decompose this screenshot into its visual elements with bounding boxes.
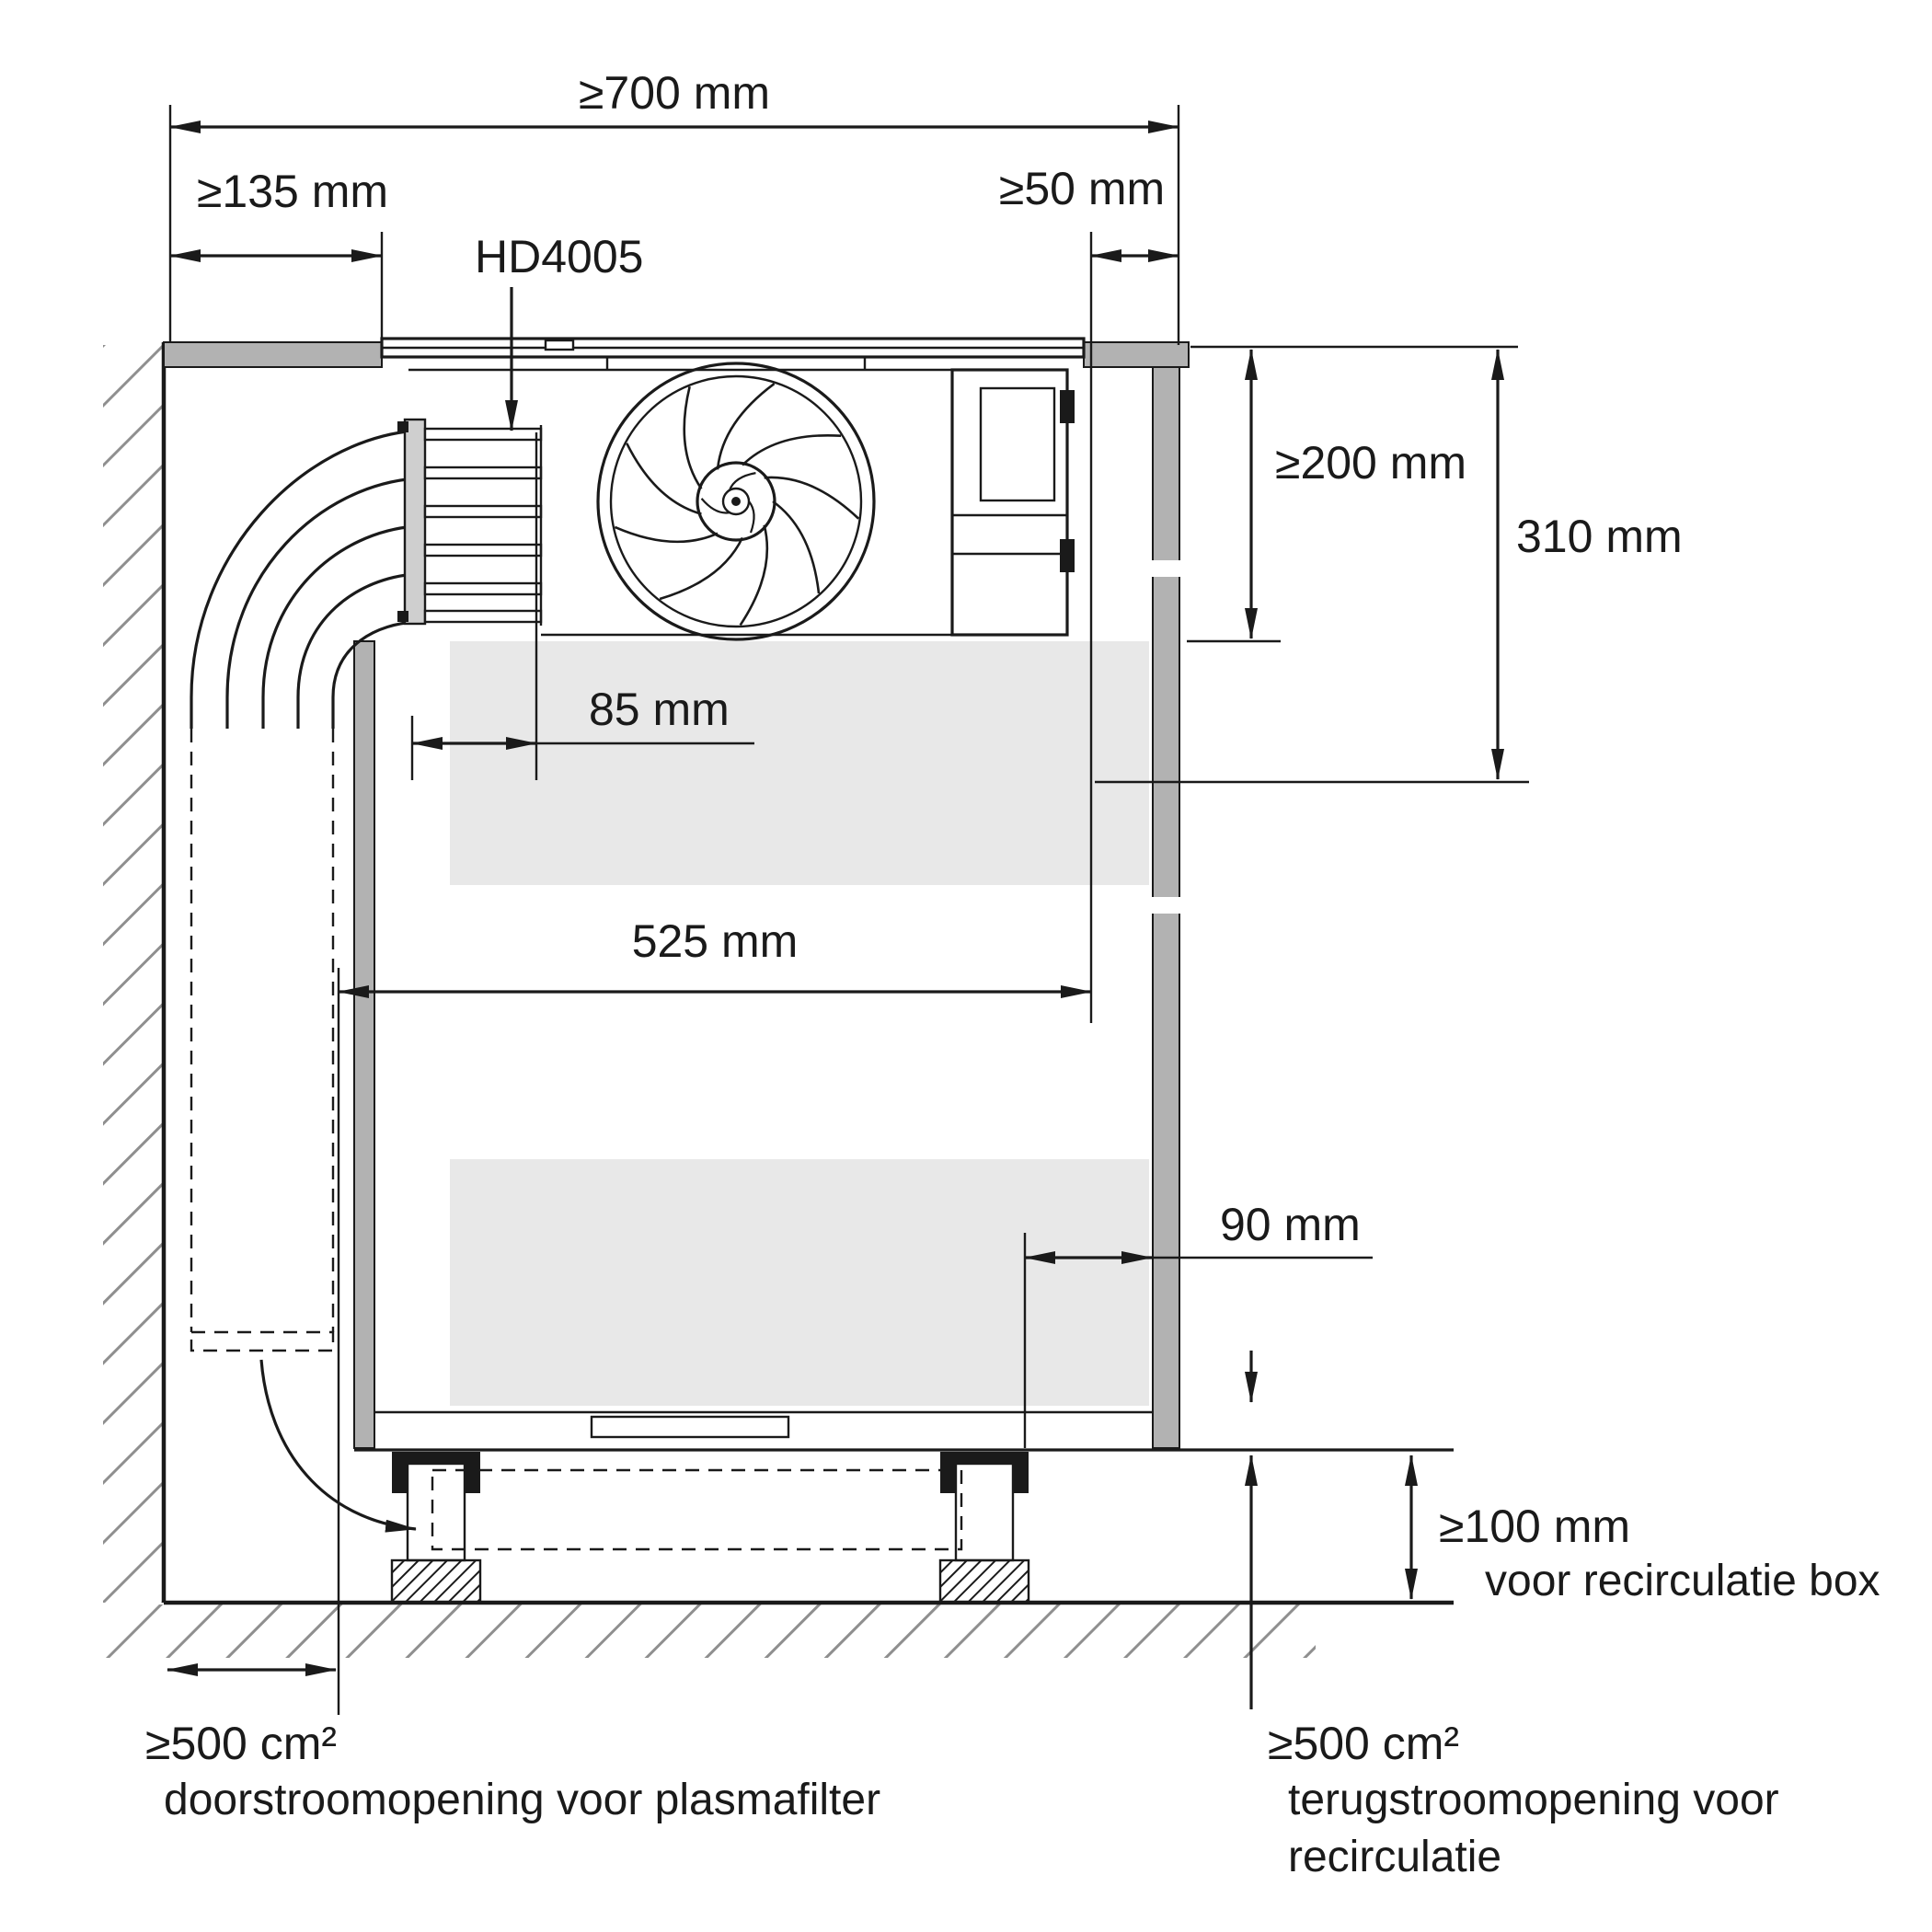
floor: [105, 1600, 1454, 1658]
worktop-left-segment: [163, 341, 383, 368]
airflow-arrow: [259, 1359, 417, 1533]
duct-hidden-outlet: [190, 1330, 335, 1352]
bottom-inset: [590, 1415, 790, 1439]
upper-drawer-box: [450, 641, 1149, 885]
left-wall: [103, 342, 167, 1603]
dim-85: 85 mm: [410, 432, 754, 780]
worktop-right-segment: [1083, 341, 1190, 368]
foot-left: [390, 1452, 482, 1604]
dim-100-caption: voor recirculatie box: [1485, 1557, 1880, 1605]
wall-hatch: [103, 345, 164, 1603]
area-left-callout: ≥500 cm² doorstroomopening voor plasmafi…: [145, 1663, 880, 1824]
dim-525-label: 525 mm: [632, 915, 799, 967]
dim-310: 310 mm: [1095, 349, 1683, 784]
area-right-caption-line1: terugstroomopening voor: [1288, 1776, 1779, 1824]
dim-90-label: 90 mm: [1220, 1199, 1361, 1250]
left-partition-panel: [353, 640, 375, 1449]
dim-50-label: ≥50 mm: [999, 163, 1165, 214]
dim-135-label: ≥135 mm: [197, 166, 388, 217]
dim-85-label: 85 mm: [589, 684, 730, 735]
dim-310-label: 310 mm: [1516, 511, 1683, 562]
right-side-panel: [1151, 366, 1181, 1449]
dim-525: 525 mm: [337, 915, 1092, 1715]
area-right-label: ≥500 cm²: [1268, 1718, 1459, 1769]
dim-90: 90 mm: [1023, 1199, 1373, 1448]
dim-50: ≥50 mm: [999, 163, 1179, 1023]
motor-housing: [950, 368, 1075, 637]
panel-joint-gap: [1151, 560, 1181, 577]
area-right-caption-line2: recirculatie: [1288, 1833, 1501, 1881]
area-right-callout: ≥500 cm² terugstroomopening voor recircu…: [1268, 1718, 1779, 1881]
recirculation-box-dashed-outline: [431, 1468, 963, 1551]
cabinet-bottom: [354, 1410, 1454, 1452]
dim-700-label: ≥700 mm: [579, 67, 770, 119]
lower-drawer-box: [450, 1159, 1149, 1406]
dim-700: ≥700 mm: [168, 67, 1180, 345]
panel-joint-gap: [1151, 897, 1181, 914]
model-callout: HD4005: [475, 231, 643, 431]
duct-drawing: [190, 429, 417, 1533]
dim-200-label: ≥200 mm: [1275, 437, 1466, 489]
area-left-label: ≥500 cm²: [145, 1718, 337, 1769]
dim-135: ≥135 mm: [169, 166, 388, 339]
dim-100: ≥100 mm voor recirculatie box: [1245, 1351, 1880, 1709]
downdraft-inlet: [544, 339, 575, 351]
foot-right: [938, 1452, 1030, 1604]
area-left-caption: doorstroomopening voor plasmafilter: [164, 1776, 880, 1824]
floor-hatch: [105, 1604, 1316, 1658]
fan-impeller: [596, 362, 876, 641]
plasma-filter-connector: [397, 418, 543, 626]
dim-200: ≥200 mm: [1187, 345, 1518, 643]
model-label: HD4005: [475, 231, 643, 282]
cooktop-unit-drawing: [380, 337, 1086, 641]
dim-100-label: ≥100 mm: [1439, 1501, 1630, 1552]
